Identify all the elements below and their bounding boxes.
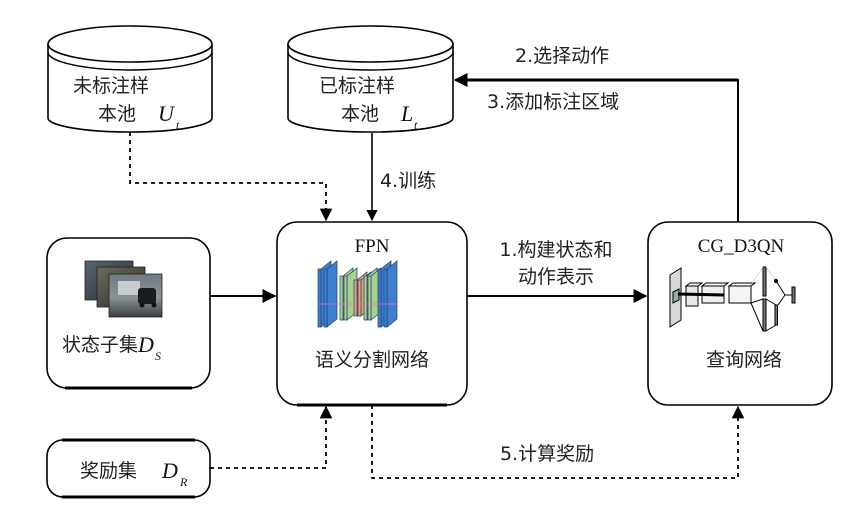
reward-set-label: 奖励集 — [80, 460, 137, 482]
d3qn-network-icon — [669, 266, 796, 332]
query-network-box: CG_D3QN — [647, 221, 833, 406]
image-stack-icon — [84, 260, 163, 318]
labeled-pool-symbol: L — [400, 101, 413, 126]
unlabeled-pool-cylinder: 未标注样 本池 U t — [47, 25, 213, 133]
state-subset-symbol: D — [137, 332, 154, 357]
reward-set-box: 奖励集 D R — [46, 438, 211, 499]
fpn-layer-edge — [383, 268, 388, 328]
labeled-pool-label-line1: 已标注样 — [319, 75, 395, 97]
fpn-layer — [386, 260, 398, 328]
edge-reward-to-fpn-arrow — [210, 405, 333, 469]
edge-select-action-label: 2.选择动作 — [515, 45, 609, 67]
labeled-pool-label-line2: 本池 — [341, 103, 379, 125]
state-subset-label: 状态子集 — [62, 334, 138, 356]
labeled-pool-cylinder: 已标注样 本池 L t — [287, 25, 454, 133]
edge-train-label: 4.训练 — [380, 170, 436, 192]
edge-build-state-label-line1: 1.构建状态和 — [499, 239, 612, 261]
fpn-layer-edge — [353, 279, 358, 317]
unlabeled-pool-subscript: t — [176, 118, 180, 132]
unlabeled-pool-label-line1: 未标注样 — [73, 75, 149, 97]
fpn-layer-edge — [367, 275, 372, 321]
labeled-pool-subscript: t — [414, 118, 418, 132]
edge-build-state-label-line2: 动作表示 — [518, 266, 594, 288]
fpn-caption: 语义分割网络 — [315, 349, 429, 371]
fpn-layer-edge — [339, 275, 344, 321]
reward-set-symbol: D — [161, 458, 178, 483]
state-subset-box: 状态子集 D S — [46, 237, 211, 390]
edge-compute-reward-label: 5.计算奖励 — [500, 443, 594, 465]
unlabeled-pool-label-line2: 本池 — [98, 103, 136, 125]
fpn-title: FPN — [355, 236, 390, 257]
fpn-layer-edge — [363, 275, 368, 321]
fpn-layer-edge — [377, 268, 382, 328]
fpn-layer-edge — [317, 268, 322, 328]
edge-unlabeled-to-fpn-arrow — [129, 132, 333, 222]
fpn-box: FPN 语义分割网络 — [276, 221, 468, 407]
query-network-title: CG_D3QN — [698, 236, 785, 257]
query-network-caption: 查询网络 — [706, 349, 782, 371]
edge-compute-reward-arrow — [371, 405, 745, 479]
fpn-network-icon — [317, 260, 398, 328]
unlabeled-pool-symbol: U — [158, 101, 176, 126]
fpn-layer-edge — [323, 268, 328, 328]
fpn-layer-edge — [343, 275, 348, 321]
edge-add-region-label: 3.添加标注区域 — [487, 91, 619, 113]
fpn-layer-edge — [357, 279, 362, 317]
fpn-layer — [326, 260, 338, 328]
reward-set-subscript: R — [179, 475, 188, 489]
state-subset-subscript: S — [155, 349, 161, 363]
